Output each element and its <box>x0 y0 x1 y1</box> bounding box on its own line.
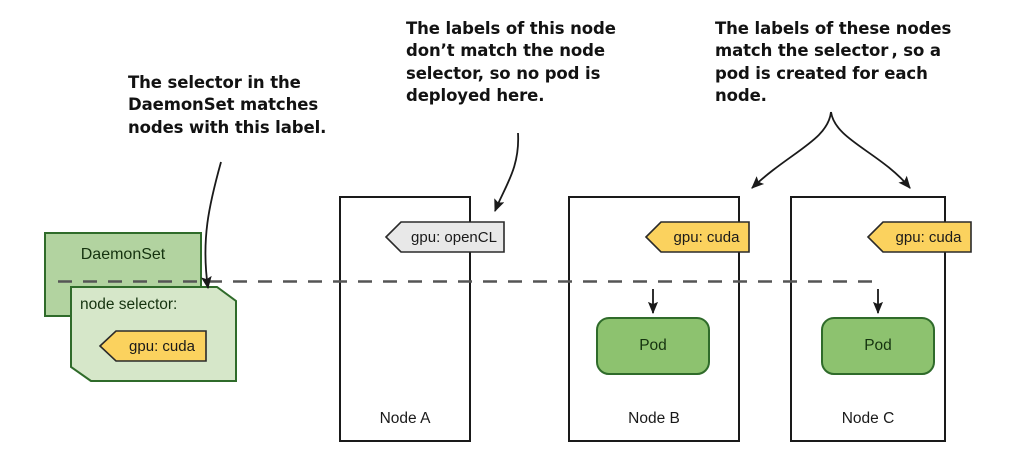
tag-shape-b <box>644 221 750 253</box>
pod-box-node-b: Pod <box>596 317 710 375</box>
daemonset-title: DaemonSet <box>80 246 166 263</box>
node-label-text-a: gpu: openCL <box>411 228 497 246</box>
node-caption-a: Node A <box>379 410 431 427</box>
annotation-selector-text: The selector in the DaemonSet matches no… <box>128 73 327 137</box>
tag-shape-c <box>866 221 972 253</box>
daemonset-selector-label-text: gpu: cuda <box>129 337 195 355</box>
node-label-text-c: gpu: cuda <box>895 228 962 246</box>
annotation-match-text: The labels of these nodes match the sele… <box>715 19 952 106</box>
node-selector-heading: node selector: <box>80 296 178 313</box>
connector-nomatch-to-node-a <box>494 132 520 213</box>
node-caption-c: Node C <box>841 410 895 427</box>
node-label-text-b: gpu: cuda <box>673 228 740 246</box>
tag-shape-a <box>384 221 505 253</box>
connector-selector-to-daemonset <box>200 161 222 290</box>
connector-match-to-nodes <box>751 111 911 189</box>
annotation-no-match-text: The labels of this node don’t match the … <box>406 19 616 106</box>
pod-box-node-c: Pod <box>821 317 935 375</box>
node-caption-b: Node B <box>628 410 680 427</box>
tag-shape-selector <box>98 330 207 362</box>
